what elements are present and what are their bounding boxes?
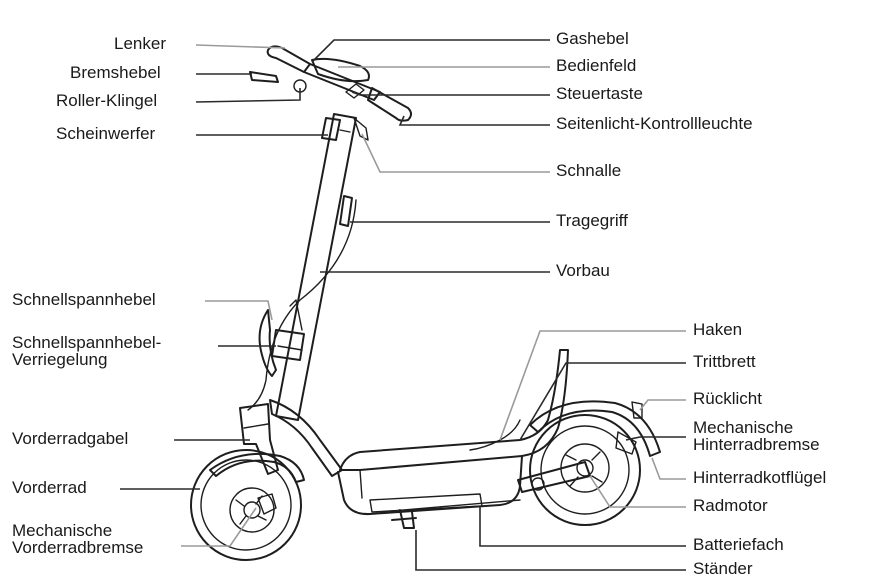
carry-handle <box>339 195 353 227</box>
label-vorderradbremse-line2: Vorderradbremse <box>12 538 144 557</box>
label-verriegelung-line2: Verriegelung <box>12 350 108 369</box>
label-staender: Ständer <box>693 559 753 578</box>
stem <box>275 113 357 421</box>
rear-fender <box>529 400 661 457</box>
label-vorbau: Vorbau <box>556 261 610 280</box>
label-tragegriff: Tragegriff <box>556 211 628 230</box>
label-mechanische-vorderradbremse: Mechanische Vorderradbremse <box>12 522 143 556</box>
label-vorderradbremse-line1: Mechanische <box>12 521 113 540</box>
label-haken: Haken <box>693 320 743 339</box>
label-schnalle: Schnalle <box>556 161 622 180</box>
kickstand <box>391 509 417 529</box>
label-hinterradbremse-line1: Mechanische <box>693 418 794 437</box>
label-mechanische-hinterradbremse: Mechanische Hinterradbremse <box>693 419 820 453</box>
leader-lines <box>120 39 686 571</box>
label-batteriefach: Batteriefach <box>693 535 784 554</box>
rear-swingarm <box>517 461 591 493</box>
label-vorderradgabel: Vorderradgabel <box>12 429 129 448</box>
folding-clamp <box>271 329 305 361</box>
label-hinterradkotfluegel: Hinterradkotflügel <box>693 468 827 487</box>
label-scheinwerfer: Scheinwerfer <box>56 124 156 143</box>
label-lenker: Lenker <box>114 34 166 53</box>
label-ruecklicht: Rücklicht <box>693 389 762 408</box>
label-trittbrett: Trittbrett <box>693 352 756 371</box>
label-seitenlicht-kontrollleuchte: Seitenlicht-Kontrollleuchte <box>556 114 753 133</box>
label-steuertaste: Steuertaste <box>556 84 643 103</box>
label-schnellspannhebel-verriegelung: Schnellspannhebel- Verriegelung <box>12 334 161 368</box>
label-radmotor: Radmotor <box>693 496 768 515</box>
front-fender <box>209 452 305 483</box>
rear-wheel <box>529 414 641 526</box>
headlight <box>321 117 341 141</box>
front-brake <box>257 493 277 515</box>
label-verriegelung-line1: Schnellspannhebel- <box>12 333 162 352</box>
label-roller-klingel: Roller-Klingel <box>56 91 158 110</box>
label-gashebel: Gashebel <box>556 29 629 48</box>
scooter-illustration <box>190 45 661 561</box>
label-bedienfeld: Bedienfeld <box>556 56 637 75</box>
label-bremshebel: Bremshebel <box>70 63 161 82</box>
rear-light <box>631 401 643 419</box>
label-schnellspannhebel: Schnellspannhebel <box>12 290 156 309</box>
front-wheel <box>190 449 302 561</box>
buckle <box>353 117 369 141</box>
label-vorderrad: Vorderrad <box>12 478 87 497</box>
label-hinterradbremse-line2: Hinterradbremse <box>693 435 820 454</box>
handlebar <box>249 45 412 122</box>
front-fork <box>239 403 279 475</box>
